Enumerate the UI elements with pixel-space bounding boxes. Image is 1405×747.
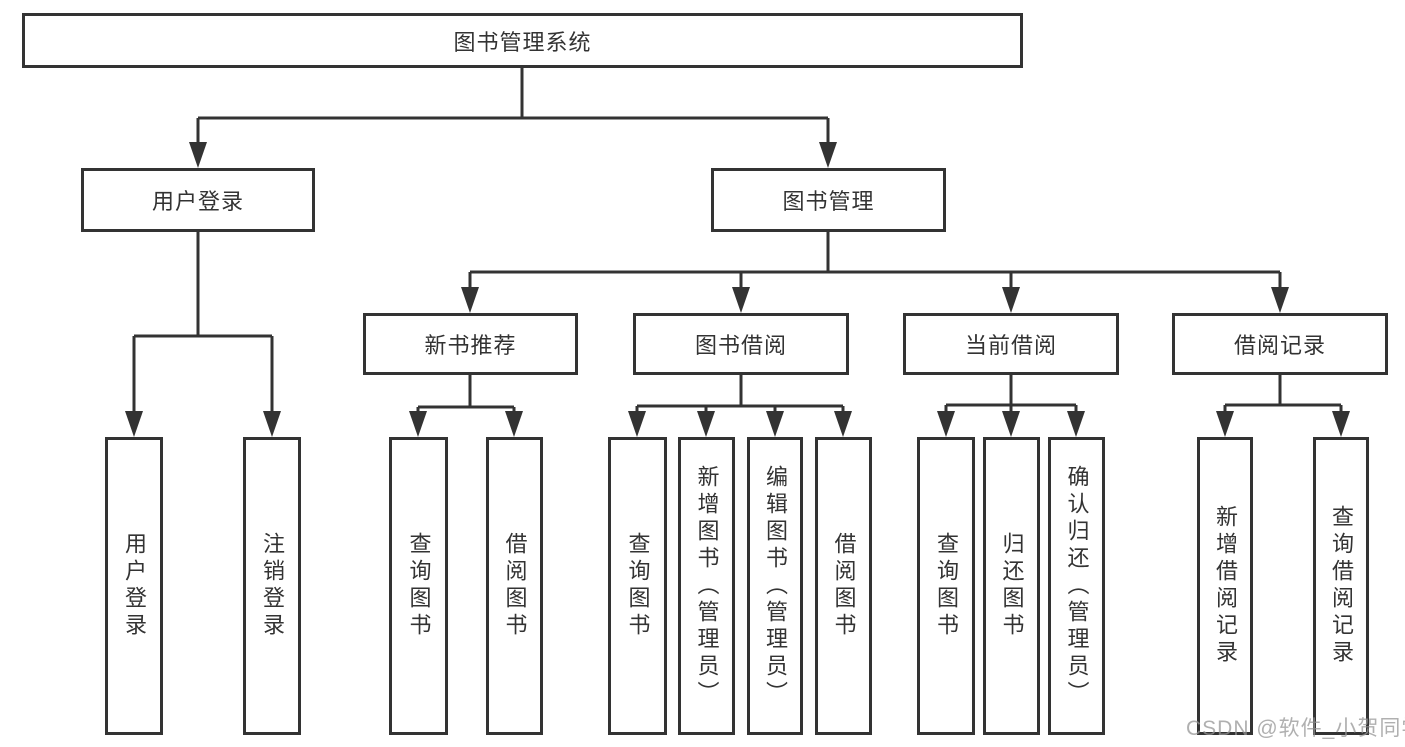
node-label: 图书借阅 (694, 333, 787, 358)
leaf-label: 注销登录 (260, 532, 285, 640)
leaf-add-borrow-record: 新增借阅记录 (1197, 437, 1253, 735)
leaf-logout: 注销登录 (243, 437, 301, 735)
node-label: 新书推荐 (424, 333, 517, 358)
leaf-label: 借阅图书 (831, 532, 857, 640)
arrowheads (125, 142, 1350, 437)
leaf-borrow-book-newbook: 借阅图书 (486, 437, 543, 735)
node-label: 借阅记录 (1233, 333, 1326, 358)
node-label: 用户登录 (151, 189, 244, 214)
node-book-borrow: 图书借阅 (633, 313, 849, 375)
leaf-label: 借阅图书 (502, 532, 528, 640)
node-label: 图书管理系统 (453, 29, 592, 55)
leaf-label: 查询图书 (934, 532, 959, 640)
leaf-label: 新增图书（管理员） (694, 464, 720, 708)
node-current-borrow: 当前借阅 (903, 313, 1119, 375)
leaf-label: 查询图书 (625, 532, 651, 640)
leaf-edit-book-admin: 编辑图书（管理员） (747, 437, 803, 735)
leaf-label: 用户登录 (122, 532, 147, 640)
leaf-confirm-return-admin: 确认归还（管理员） (1048, 437, 1105, 735)
leaf-query-book-current: 查询图书 (917, 437, 975, 735)
leaf-query-borrow-record: 查询借阅记录 (1313, 437, 1369, 735)
node-new-book-recommend: 新书推荐 (363, 313, 578, 375)
leaf-label: 新增借阅记录 (1213, 505, 1238, 667)
leaf-label: 编辑图书（管理员） (763, 464, 788, 708)
node-library-management-system: 图书管理系统 (22, 13, 1023, 68)
leaf-user-login: 用户登录 (105, 437, 163, 735)
leaf-label: 归还图书 (999, 532, 1025, 640)
leaf-query-book-newbook: 查询图书 (389, 437, 448, 735)
leaf-add-book-admin: 新增图书（管理员） (678, 437, 735, 735)
leaf-label: 确认归还（管理员） (1064, 464, 1090, 708)
leaf-borrow-book-borrow: 借阅图书 (815, 437, 872, 735)
leaf-label: 查询图书 (406, 532, 432, 640)
node-borrow-records: 借阅记录 (1172, 313, 1388, 375)
leaf-query-book-borrow: 查询图书 (608, 437, 667, 735)
leaf-label: 查询借阅记录 (1329, 505, 1354, 667)
node-user-login: 用户登录 (81, 168, 315, 232)
csdn-watermark: CSDN @软件_小贺同学 (1186, 717, 1405, 740)
leaf-return-book: 归还图书 (983, 437, 1040, 735)
node-book-management: 图书管理 (711, 168, 946, 232)
node-label: 图书管理 (782, 189, 875, 214)
node-label: 当前借阅 (964, 333, 1057, 358)
